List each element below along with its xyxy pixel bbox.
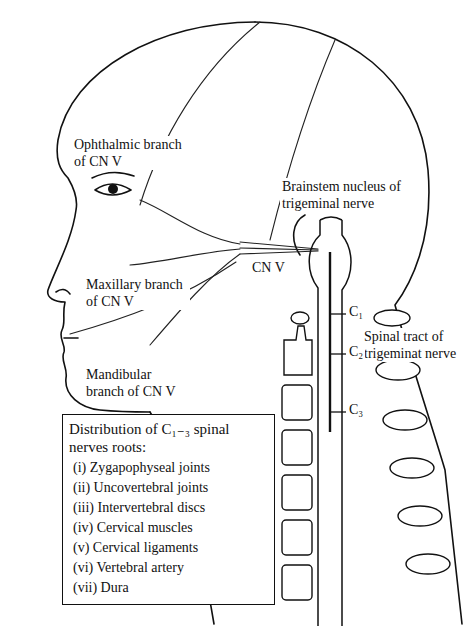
list-item: (vii) Dura [69,578,268,598]
vertebra-label: C₁ [347,303,365,320]
vertebra-body [282,475,312,510]
nerve-root [330,313,346,314]
head-outline [48,22,255,412]
spinous-process [376,360,420,380]
list-item: (v) Cervical ligaments [69,538,268,558]
pupil [108,184,118,194]
nerve-root [330,353,346,354]
list-item: (i) Zygapophyseal joints [69,458,268,478]
nerve-label: Mandibular branch of CN V [84,366,190,400]
spinous-process [398,506,442,526]
list-item: (vi) Vertebral artery [69,558,268,578]
mouth-line [64,337,78,339]
atlas-arch [291,312,309,324]
dermatome-boundary [70,262,236,334]
trigeminal-root [240,242,318,249]
trigeminal-root [240,251,318,254]
nerve-label: Maxillary branch of CN V [84,276,190,310]
dermatome-boundary [140,22,260,205]
vertebra-body [282,520,312,555]
box-heading: Distribution of C₁₋₃ spinal nerves roots… [69,420,237,456]
spinous-process [383,410,427,430]
info-box: Distribution of C₁₋₃ spinal nerves roots… [62,414,275,605]
vertebra-body [282,565,312,600]
spinous-process [374,310,410,326]
head-back-outline [255,22,462,624]
list-item: (iv) Cervical muscles [69,518,268,538]
vertebra-body [282,385,312,420]
vertebra-body [282,430,312,465]
brainstem [342,220,351,626]
vertebra-label: C₂ [347,343,365,360]
ophthalmic-nerve [140,200,240,244]
list-item: (iii) Intervertebral discs [69,498,268,518]
list-item: (ii) Uncovertebral joints [69,478,268,498]
trigeminal-root [240,248,318,250]
spinous-process [390,458,434,478]
vertebra-label: C₃ [347,401,365,418]
maxillary-nerve [130,249,240,265]
nerve-label: Brainstem nucleus of trigeminal nerve [280,178,424,212]
spinous-process [406,554,450,574]
brainstem-top [320,217,342,220]
brainstem [309,220,320,626]
eyebrow [92,172,134,178]
nerve-root [330,411,346,412]
nerve-label: Ophthalmic branch of CN V [72,136,184,170]
eye [95,184,131,195]
vertebra-body [284,326,312,375]
nerve-label: Spinal tract of trigeminat nerve [362,328,470,362]
nerve-label: CN V [250,259,287,276]
spinal-tract [329,252,331,432]
nostril [56,289,70,294]
